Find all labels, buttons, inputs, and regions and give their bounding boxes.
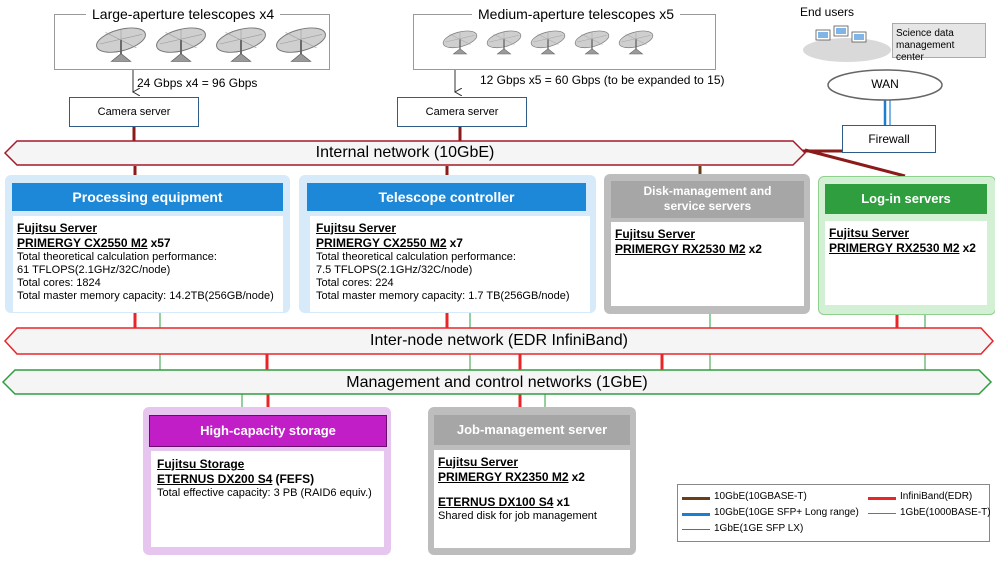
end-users-icon <box>803 25 891 62</box>
telescope-line-3: Total master memory capacity: 1.7 TB(256… <box>316 290 570 302</box>
disk-title: Disk-management and service servers <box>611 181 804 218</box>
telescope-qty: x7 <box>449 236 463 250</box>
medium-telescope-dish-icon <box>440 28 480 61</box>
login-details: Fujitsu Server PRIMERGY RX2530 M2 x2 <box>825 221 987 305</box>
storage-paren: (FEFS) <box>275 472 315 486</box>
legend-swatch-4 <box>682 529 710 530</box>
legend-label-1: InfiniBand(EDR) <box>900 491 973 502</box>
science-center-label: Science data management center <box>896 28 955 63</box>
legend-swatch-1 <box>868 497 896 500</box>
internode-network-band <box>3 327 995 355</box>
job-model: PRIMERGY RX2350 M2 <box>438 470 569 484</box>
processing-line-0: Total theoretical calculation performanc… <box>17 251 217 263</box>
job-vendor: Fujitsu Server <box>438 455 519 469</box>
link-firewall-login <box>804 148 906 178</box>
storage-vendor: Fujitsu Storage <box>157 457 245 471</box>
storage-model: ETERNUS DX200 S4 <box>157 472 273 486</box>
job-qty: x2 <box>571 470 585 484</box>
telescope-line-0: Total theoretical calculation performanc… <box>316 251 516 263</box>
job-line-0: Shared disk for job management <box>438 510 597 522</box>
disk-model: PRIMERGY RX2530 M2 <box>615 242 746 256</box>
large-telescope-dish-icon <box>92 24 150 69</box>
telescope-line-1: 7.5 TFLOPS(2.1GHz/32C/node) <box>316 264 473 276</box>
large-telescope-dish-icon <box>212 24 270 69</box>
storage-title: High-capacity storage <box>149 415 387 447</box>
medium-telescope-dish-icon <box>572 28 612 61</box>
disk-details: Fujitsu Server PRIMERGY RX2530 M2 x2 <box>611 222 804 306</box>
login-qty: x2 <box>962 241 976 255</box>
management-network-band <box>1 369 993 395</box>
processing-title: Processing equipment <box>12 183 283 211</box>
processing-line-2: Total cores: 1824 <box>17 277 101 289</box>
camera-server-1[interactable]: Camera server <box>69 97 199 127</box>
telescope-details: Fujitsu Server PRIMERGY CX2550 M2 x7 Tot… <box>310 216 590 312</box>
job-details: Fujitsu Server PRIMERGY RX2350 M2 x2 ETE… <box>434 450 630 548</box>
disk-title-line2: service servers <box>663 199 752 213</box>
legend-swatch-3 <box>868 513 896 514</box>
processing-vendor: Fujitsu Server <box>17 221 98 235</box>
login-title: Log-in servers <box>825 184 987 214</box>
internal-network-band <box>3 140 807 166</box>
job-qty2: x1 <box>556 495 570 509</box>
large-telescope-dish-icon <box>272 24 330 69</box>
telescope-title: Telescope controller <box>307 183 586 211</box>
job-model2: ETERNUS DX100 S4 <box>438 495 554 509</box>
large-link-label: 24 Gbps x4 = 96 Gbps <box>137 76 258 90</box>
wan-label: WAN <box>871 77 899 91</box>
legend-swatch-2 <box>682 513 710 516</box>
processing-details: Fujitsu Server PRIMERGY CX2550 M2 x57 To… <box>13 216 283 312</box>
telescope-model: PRIMERGY CX2550 M2 <box>316 236 447 250</box>
legend-label-0: 10GbE(10GBASE-T) <box>714 491 807 502</box>
processing-model: PRIMERGY CX2550 M2 <box>17 236 148 250</box>
disk-qty: x2 <box>748 242 762 256</box>
login-model: PRIMERGY RX2530 M2 <box>829 241 960 255</box>
disk-vendor: Fujitsu Server <box>615 227 696 241</box>
medium-telescope-dish-icon <box>484 28 524 61</box>
storage-details: Fujitsu Storage ETERNUS DX200 S4 (FEFS) … <box>151 451 384 547</box>
medium-telescope-dish-icon <box>528 28 568 61</box>
medium-telescope-dish-icon <box>616 28 656 61</box>
internal-network-label: Internal network (10GbE) <box>315 144 495 161</box>
legend-label-4: 1GbE(1GE SFP LX) <box>714 523 804 534</box>
login-vendor: Fujitsu Server <box>829 226 910 240</box>
job-title: Job-management server <box>434 415 630 445</box>
medium-link-label: 12 Gbps x5 = 60 Gbps (to be expanded to … <box>480 73 725 87</box>
camera-server-2[interactable]: Camera server <box>397 97 527 127</box>
disk-title-line1: Disk-management and <box>643 184 772 198</box>
science-center-box: Science data management center <box>892 23 986 63</box>
management-network-label: Management and control networks (1GbE) <box>346 374 648 391</box>
firewall-box[interactable]: Firewall <box>842 125 936 153</box>
storage-line-0: Total effective capacity: 3 PB (RAID6 eq… <box>157 487 372 499</box>
legend-label-2: 10GbE(10GE SFP+ Long range) <box>714 507 859 518</box>
legend-label-3: 1GbE(1000BASE-T) <box>900 507 991 518</box>
telescope-vendor: Fujitsu Server <box>316 221 397 235</box>
medium-telescopes-title: Medium-aperture telescopes x5 <box>472 6 681 22</box>
processing-line-1: 61 TFLOPS(2.1GHz/32C/node) <box>17 264 171 276</box>
wan-ellipse <box>827 69 943 101</box>
end-users-label: End users <box>800 5 855 19</box>
processing-qty: x57 <box>150 236 171 250</box>
internode-network-label: Inter-node network (EDR InfiniBand) <box>370 332 628 349</box>
legend: 10GbE(10GBASE-T) InfiniBand(EDR) 10GbE(1… <box>677 484 991 542</box>
legend-swatch-0 <box>682 497 710 500</box>
large-telescopes-title: Large-aperture telescopes x4 <box>86 6 281 22</box>
telescope-line-2: Total cores: 224 <box>316 277 394 289</box>
large-telescope-dish-icon <box>152 24 210 69</box>
processing-line-3: Total master memory capacity: 14.2TB(256… <box>17 290 274 302</box>
